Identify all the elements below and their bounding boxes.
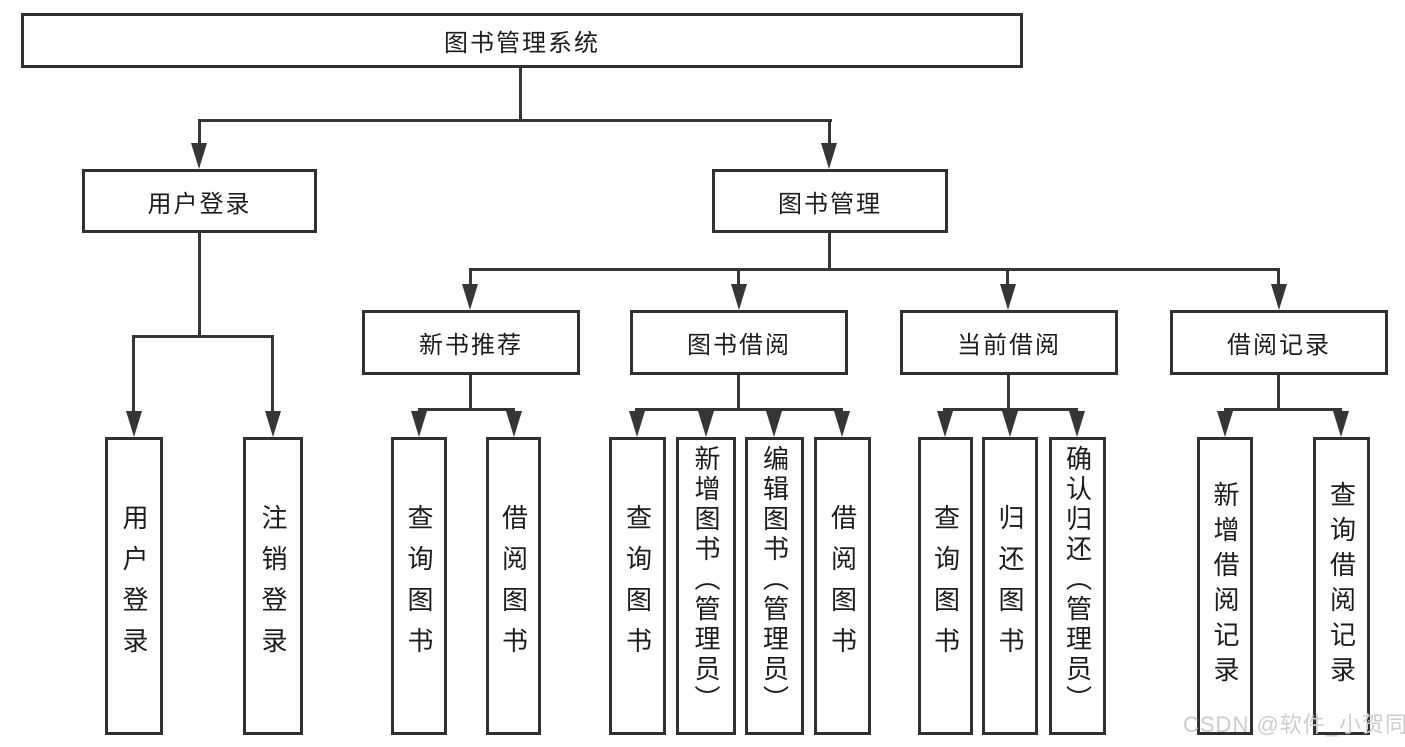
arrowhead-icon xyxy=(629,411,645,437)
arrowhead-icon xyxy=(1069,411,1085,437)
connector-current-stem xyxy=(1007,375,1010,411)
arrowhead-icon xyxy=(1333,411,1349,437)
watermark: CSDN @软件_小贺同学 xyxy=(1183,712,1405,738)
node-label: 新增借阅记录 xyxy=(1210,481,1240,691)
node-user-login: 用户登录 xyxy=(82,169,317,233)
leaf-cb-confirm-return-admin: 确认归还（管理员） xyxy=(1049,437,1106,735)
connector-drop xyxy=(271,335,274,413)
connector-drop xyxy=(132,335,135,413)
leaf-br-query-record: 查询借阅记录 xyxy=(1313,437,1370,735)
connector-drop-login xyxy=(198,119,201,146)
connector-mgmt-branch xyxy=(469,268,1280,271)
arrowhead-icon xyxy=(1002,411,1018,437)
node-label: 借阅记录 xyxy=(1227,332,1331,359)
arrowhead-icon xyxy=(126,411,142,437)
connector-login-branch xyxy=(132,335,273,338)
leaf-rec-borrow-book: 借阅图书 xyxy=(486,437,541,735)
arrowhead-icon xyxy=(411,411,427,437)
arrowhead-icon xyxy=(462,284,478,310)
node-label: 归还图书 xyxy=(995,504,1025,668)
connector-root-stem xyxy=(519,68,522,120)
leaf-bb-add-book-admin: 新增图书（管理员） xyxy=(676,437,736,735)
node-label: 编辑图书（管理员） xyxy=(759,445,790,715)
node-label: 查询图书 xyxy=(404,504,434,668)
node-label: 当前借阅 xyxy=(957,332,1061,359)
node-new-book-recommend: 新书推荐 xyxy=(362,310,580,375)
arrowhead-icon xyxy=(191,143,207,169)
node-current-borrow: 当前借阅 xyxy=(900,310,1118,375)
arrowhead-icon xyxy=(1000,284,1016,310)
arrowhead-icon xyxy=(698,411,714,437)
leaf-bb-edit-book-admin: 编辑图书（管理员） xyxy=(745,437,804,735)
connector-mgmt-stem xyxy=(828,233,831,270)
connector-drop-mgmt xyxy=(828,119,831,146)
node-label: 新书推荐 xyxy=(419,332,523,359)
arrowhead-icon xyxy=(937,411,953,437)
arrowhead-icon xyxy=(834,411,850,437)
node-book-management: 图书管理 xyxy=(712,169,948,233)
node-label: 借阅图书 xyxy=(827,504,858,668)
connector-borrow-stem xyxy=(737,375,740,411)
arrowhead-icon xyxy=(731,284,747,310)
leaf-bb-query-book: 查询图书 xyxy=(609,437,666,735)
node-label: 注销登录 xyxy=(258,504,288,668)
connector-root-branch xyxy=(198,119,832,122)
connector-current-branch xyxy=(943,408,1078,411)
node-label: 图书管理 xyxy=(778,190,882,218)
leaf-bb-borrow-book: 借阅图书 xyxy=(814,437,871,735)
node-root: 图书管理系统 xyxy=(21,13,1023,68)
arrowhead-icon xyxy=(766,411,782,437)
node-label: 用户登录 xyxy=(147,190,252,218)
node-label: 查询图书 xyxy=(622,504,653,668)
connector-records-stem xyxy=(1277,375,1280,411)
connector-drop xyxy=(1277,268,1280,286)
arrowhead-icon xyxy=(1271,284,1287,310)
node-borrow-records: 借阅记录 xyxy=(1170,310,1388,375)
connector-records-branch xyxy=(1224,408,1342,411)
node-label: 图书管理系统 xyxy=(444,30,600,57)
connector-borrow-branch xyxy=(635,408,843,411)
arrowhead-icon xyxy=(821,143,837,169)
leaf-rec-query-book: 查询图书 xyxy=(391,437,447,735)
node-label: 图书借阅 xyxy=(687,332,791,359)
node-book-borrow: 图书借阅 xyxy=(630,310,848,375)
node-label: 查询图书 xyxy=(930,504,961,668)
connector-rec-branch xyxy=(418,408,515,411)
connector-login-stem xyxy=(198,233,201,337)
connector-drop xyxy=(1006,268,1009,286)
leaf-cb-query-book: 查询图书 xyxy=(918,437,973,735)
node-label: 新增图书（管理员） xyxy=(691,445,721,715)
connector-drop xyxy=(469,268,472,286)
node-label: 确认归还（管理员） xyxy=(1062,445,1093,715)
node-label: 用户登录 xyxy=(119,504,149,668)
watermark-text: CSDN @软件_小贺同 xyxy=(1183,712,1405,737)
arrowhead-icon xyxy=(506,411,522,437)
leaf-logout: 注销登录 xyxy=(243,437,303,735)
node-label: 查询借阅记录 xyxy=(1326,481,1357,691)
leaf-cb-return-book: 归还图书 xyxy=(982,437,1038,735)
node-label: 借阅图书 xyxy=(498,504,529,668)
arrowhead-icon xyxy=(1217,411,1233,437)
arrowhead-icon xyxy=(265,411,281,437)
leaf-br-add-record: 新增借阅记录 xyxy=(1197,437,1253,735)
leaf-user-login: 用户登录 xyxy=(105,437,163,735)
connector-rec-stem xyxy=(469,375,472,411)
connector-drop xyxy=(737,268,740,286)
